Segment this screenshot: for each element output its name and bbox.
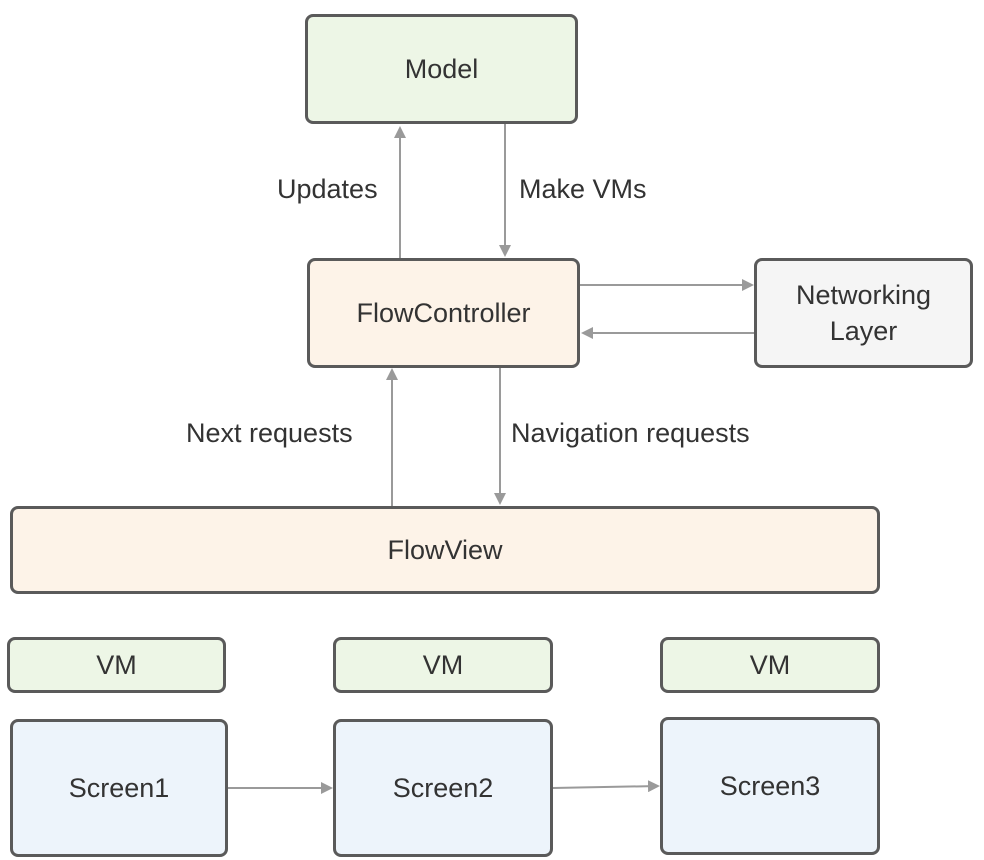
flow-view-node: FlowView (10, 506, 880, 594)
edge-label-navigation-requests: Navigation requests (511, 418, 750, 448)
screen2-node: Screen2 (333, 719, 553, 857)
vm-node-3: VM (660, 637, 880, 693)
edge-label-next-requests: Next requests (186, 418, 353, 448)
screen3-node: Screen3 (660, 717, 880, 855)
edge-label-make-vms: Make VMs (519, 174, 647, 204)
arrow-screen2-to-screen3 (552, 780, 660, 793)
vm-node-1: VM (7, 637, 226, 693)
model-node: Model (305, 14, 578, 124)
flow-controller-node: FlowController (307, 258, 580, 368)
screen1-node: Screen1 (10, 719, 228, 857)
vm-node-2: VM (333, 637, 553, 693)
networking-layer-node: Networking Layer (754, 258, 973, 368)
edge-label-updates: Updates (277, 174, 378, 204)
